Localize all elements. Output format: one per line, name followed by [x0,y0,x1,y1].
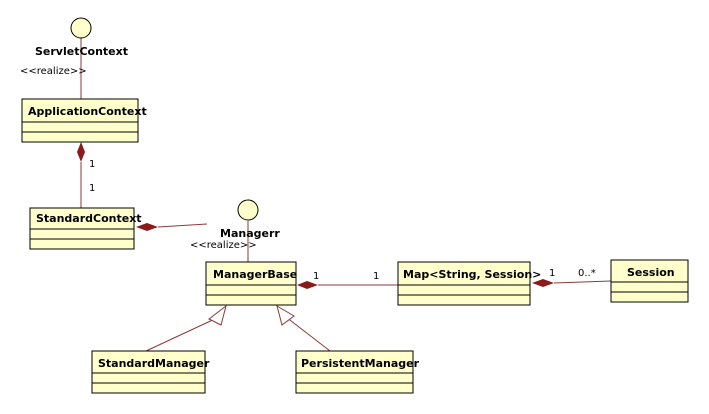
multiplicity-app-std-bottom: 1 [89,183,95,194]
manager-interface-label: Managerr [220,227,280,240]
generalization-triangle-left [208,304,227,326]
class-session[interactable]: Session [610,259,689,303]
composition-diamond-std-context [136,223,158,231]
realize-stereotype-1: <<realize>> [20,66,87,77]
class-standard-context[interactable]: StandardContext [29,207,142,250]
servlet-context-interface-icon [70,17,92,39]
composition-diamond-app [77,142,85,162]
class-name: Map<String, Session> [403,268,541,281]
class-standard-manager[interactable]: StandardManager [91,350,210,394]
servlet-context-label: ServletContext [35,45,128,58]
multiplicity-app-std-top: 1 [89,159,95,170]
generalization-line-standard-manager [145,316,220,352]
multiplicity-map-session-left: 1 [549,268,555,279]
class-application-context[interactable]: ApplicationContext [21,98,147,143]
class-name: StandardManager [98,357,210,370]
class-name: StandardContext [36,212,142,225]
manager-interface-icon [237,199,259,221]
class-persistent-manager[interactable]: PersistentManager [295,350,420,394]
composition-diamond-manager-base [297,281,318,289]
multiplicity-map-session-right: 0..* [578,268,596,279]
composition-diamond-map [532,279,554,287]
class-name: Session [627,266,675,279]
class-manager-base[interactable]: ManagerBase [205,261,297,306]
composition-line-map-session [553,280,612,284]
generalization-triangle-right [276,304,295,326]
multiplicity-base-map-left: 1 [313,271,319,282]
class-name: ManagerBase [213,268,297,281]
realize-stereotype-2: <<realize>> [190,240,257,251]
class-map-string-session[interactable]: Map<String, Session> [397,261,541,306]
class-name: ApplicationContext [28,105,147,118]
generalization-line-persistent-manager [285,316,331,352]
composition-line-std-manager [157,223,208,228]
multiplicity-base-map-right: 1 [373,271,379,282]
class-name: PersistentManager [301,357,420,370]
